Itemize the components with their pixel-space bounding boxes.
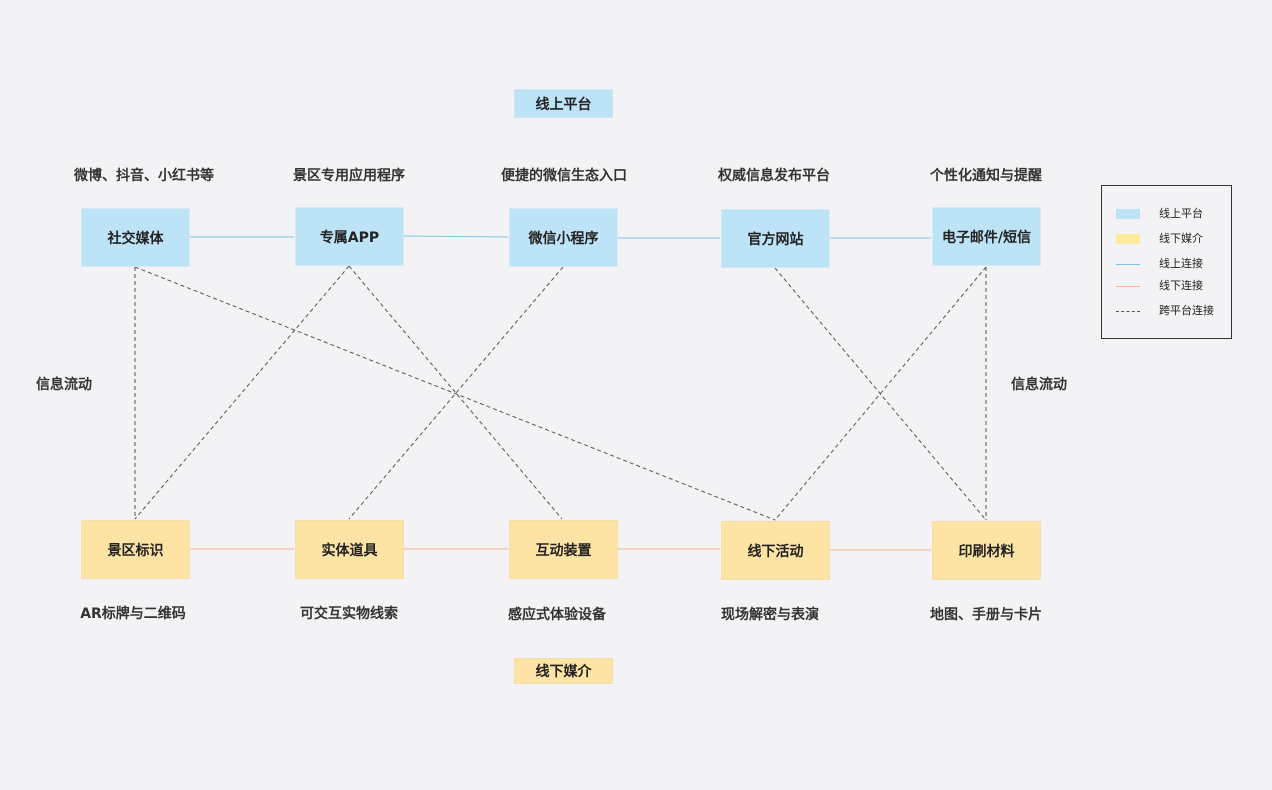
offline-node-desc: AR标牌与二维码: [80, 606, 186, 622]
online-node-wechat-miniprogram[interactable]: 微信小程序: [509, 208, 618, 267]
online-link: [403, 235, 509, 238]
online-node-desc: 权威信息发布平台: [718, 168, 830, 184]
info-flow-label-right: 信息流动: [1011, 377, 1067, 393]
legend-swatch-offline-media: [1116, 234, 1140, 244]
offline-node-desc: 感应式体验设备: [508, 607, 606, 623]
legend-label: 线上平台: [1159, 207, 1203, 220]
legend-item-online-platform: 线上平台: [1102, 206, 1231, 222]
legend-item-offline-media: 线下媒介: [1102, 231, 1231, 247]
online-platform-header: 线上平台: [514, 89, 613, 118]
legend-item-cross-link: 跨平台连接: [1102, 303, 1231, 319]
legend-swatch-online-platform: [1116, 209, 1140, 219]
cross-link: [348, 266, 564, 520]
legend-item-offline-link: 线下连接: [1102, 278, 1231, 294]
offline-node-signage[interactable]: 景区标识: [81, 520, 190, 579]
legend-item-online-link: 线上连接: [1102, 256, 1231, 272]
legend: 线上平台 线下媒介 线上连接 线下连接 跨平台连接: [1101, 185, 1232, 339]
offline-node-props[interactable]: 实体道具: [295, 520, 404, 579]
online-node-desc: 微博、抖音、小红书等: [74, 168, 214, 184]
online-node-desc: 便捷的微信生态入口: [501, 168, 627, 184]
cross-link: [348, 265, 563, 520]
offline-node-print[interactable]: 印刷材料: [932, 521, 1041, 580]
cross-link: [134, 266, 776, 521]
offline-node-desc: 现场解密与表演: [721, 607, 819, 623]
legend-label: 线下连接: [1159, 279, 1203, 292]
legend-label: 跨平台连接: [1159, 304, 1214, 317]
offline-node-desc: 地图、手册与卡片: [930, 607, 1042, 623]
online-node-social-media[interactable]: 社交媒体: [81, 208, 190, 267]
legend-swatch-offline-link: [1116, 286, 1140, 287]
online-node-app[interactable]: 专属APP: [295, 207, 404, 266]
cross-link: [134, 265, 350, 520]
legend-label: 线下媒介: [1159, 232, 1203, 245]
online-node-desc: 个性化通知与提醒: [930, 168, 1042, 184]
legend-swatch-online-link: [1116, 264, 1140, 265]
cross-link: [774, 267, 987, 521]
offline-node-event[interactable]: 线下活动: [721, 521, 830, 580]
legend-label: 线上连接: [1159, 257, 1203, 270]
offline-media-header: 线下媒介: [514, 658, 613, 684]
online-node-email-sms[interactable]: 电子邮件/短信: [932, 207, 1041, 266]
offline-node-interactive-device[interactable]: 互动装置: [509, 520, 618, 579]
legend-swatch-cross-link: [1116, 311, 1140, 312]
offline-node-desc: 可交互实物线索: [300, 606, 398, 622]
cross-link: [774, 266, 987, 521]
online-node-desc: 景区专用应用程序: [293, 168, 405, 184]
info-flow-label-left: 信息流动: [36, 377, 92, 393]
online-node-official-website[interactable]: 官方网站: [721, 209, 830, 268]
